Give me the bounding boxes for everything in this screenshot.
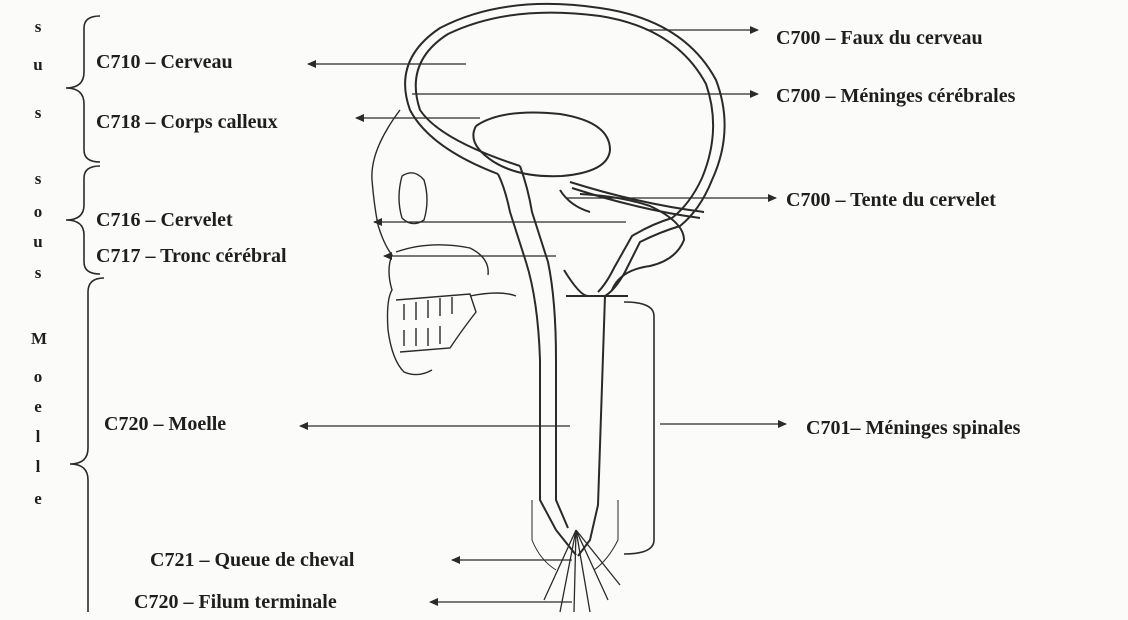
- label-c717-tronc-cerebral: C717 – Tronc cérébral: [96, 246, 287, 266]
- group-letter: e: [31, 398, 45, 415]
- group-letter: o: [31, 368, 45, 385]
- group-letter: l: [31, 428, 45, 445]
- brace-sus: [66, 16, 100, 162]
- label-c716-cervelet: C716 – Cervelet: [96, 210, 233, 230]
- group-letter: s: [31, 264, 45, 281]
- label-c700-faux-du-cerveau: C700 – Faux du cerveau: [776, 28, 983, 48]
- label-c721-queue-de-cheval: C721 – Queue de cheval: [150, 550, 354, 570]
- group-letter: l: [31, 458, 45, 475]
- group-letter: u: [31, 56, 45, 73]
- label-c700-tente-du-cervelet: C700 – Tente du cervelet: [786, 190, 996, 210]
- label-c718-corps-calleux: C718 – Corps calleux: [96, 112, 278, 132]
- label-c720-moelle: C720 – Moelle: [104, 414, 226, 434]
- skull-outline: [372, 110, 516, 375]
- group-letter: u: [31, 233, 45, 250]
- label-c700-meninges-cerebrales: C700 – Méninges cérébrales: [776, 86, 1015, 106]
- group-letter: s: [31, 170, 45, 187]
- label-c701-meninges-spinales: C701– Méninges spinales: [806, 418, 1020, 438]
- group-letter: s: [31, 104, 45, 121]
- brace-sous: [66, 166, 100, 274]
- group-letter: M: [31, 330, 45, 347]
- group-letter: s: [31, 18, 45, 35]
- brace-moelle: [70, 278, 104, 612]
- cauda-equina-fibers: [544, 530, 620, 612]
- bracket-meninges-spinales: [624, 302, 654, 554]
- label-c720-filum-terminale: C720 – Filum terminale: [134, 592, 337, 612]
- brain-cord-outline: [405, 4, 725, 556]
- group-letter: e: [31, 490, 45, 507]
- group-letter: o: [31, 203, 45, 220]
- label-c710-cerveau: C710 – Cerveau: [96, 52, 233, 72]
